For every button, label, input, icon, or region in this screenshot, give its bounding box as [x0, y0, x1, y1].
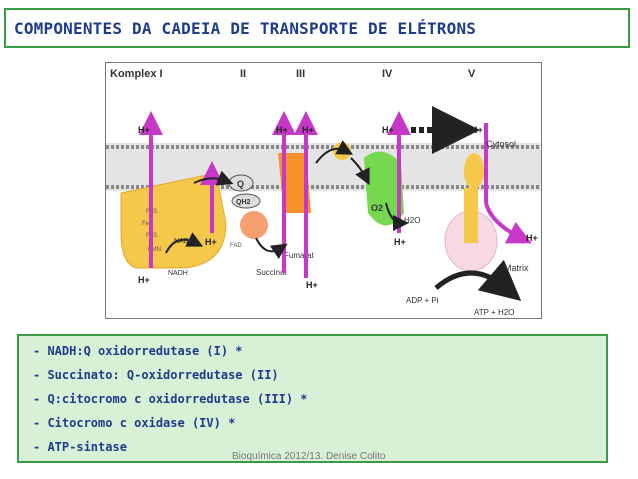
electron-arrows — [165, 140, 409, 260]
title-banner: COMPONENTES DA CADEIA DE TRANSPORTE DE E… — [4, 8, 630, 48]
adp-label: ADP + Pi — [406, 296, 439, 305]
label-komplex-i: Komplex I — [110, 68, 163, 80]
nad-label: NAD+ — [174, 238, 193, 245]
nadh-label: NADH — [168, 270, 188, 277]
complex-iv-shape — [364, 151, 404, 226]
svg-text:H+: H+ — [471, 125, 483, 135]
atp-synthase-rotor — [464, 153, 484, 189]
svg-text:H+: H+ — [382, 125, 394, 135]
svg-text:H+: H+ — [138, 275, 150, 285]
o2-label: O2 — [371, 203, 383, 213]
atp-synthase-stalk — [464, 188, 478, 243]
page-title: COMPONENTES DA CADEIA DE TRANSPORTE DE E… — [14, 18, 477, 38]
components-list: - NADH:Q oxidorredutase (I) * - Succinat… — [17, 334, 608, 463]
qh2-shape — [231, 193, 261, 209]
complex-iii-shape — [278, 153, 311, 213]
matrix-label: Matrix — [504, 263, 529, 273]
svg-text:H+: H+ — [276, 125, 288, 135]
succinat-label: Succinat — [256, 268, 287, 277]
atp-label: ATP + H2O — [474, 308, 514, 317]
list-item: - Q:citocromo c oxidorredutase (III) * — [33, 392, 308, 406]
h2o-label: H2O — [404, 216, 420, 225]
q-label: Q — [237, 179, 244, 189]
list-item: - NADH:Q oxidorredutase (I) * — [33, 344, 243, 358]
list-item: - Citocromo c oxidase (IV) * — [33, 416, 236, 430]
svg-text:H+: H+ — [302, 125, 314, 135]
label-iv: IV — [382, 68, 393, 80]
atp-arrow — [434, 259, 522, 302]
electron-transport-diagram: Komplex I II III IV V FeS FeS FeS FMN Q … — [105, 62, 542, 319]
list-item: - Succinato: Q-oxidorredutase (II) — [33, 368, 279, 382]
svg-text:H+: H+ — [526, 233, 538, 243]
cytosol-label: Cytosol — [486, 139, 516, 149]
svg-text:H+: H+ — [205, 237, 217, 247]
footer-credit: Bioquímica 2012/13. Denise Colito — [232, 451, 386, 462]
fumarat-label: Fumarat — [284, 251, 315, 260]
svg-text:H+: H+ — [306, 280, 318, 290]
svg-text:H+: H+ — [394, 237, 406, 247]
list-item: - ATP-sintase — [33, 440, 127, 454]
label-v: V — [468, 68, 476, 80]
etc-illustration: Komplex I II III IV V FeS FeS FeS FMN Q … — [106, 68, 541, 317]
fmn-label: FMN — [148, 247, 161, 253]
complex-ii-shape — [240, 211, 268, 239]
svg-text:FeS: FeS — [142, 221, 153, 227]
label-iii: III — [296, 68, 305, 80]
fad-label: FAD — [230, 243, 242, 249]
qh2-label: QH2 — [236, 199, 251, 206]
label-ii: II — [240, 68, 246, 80]
svg-text:H+: H+ — [138, 125, 150, 135]
